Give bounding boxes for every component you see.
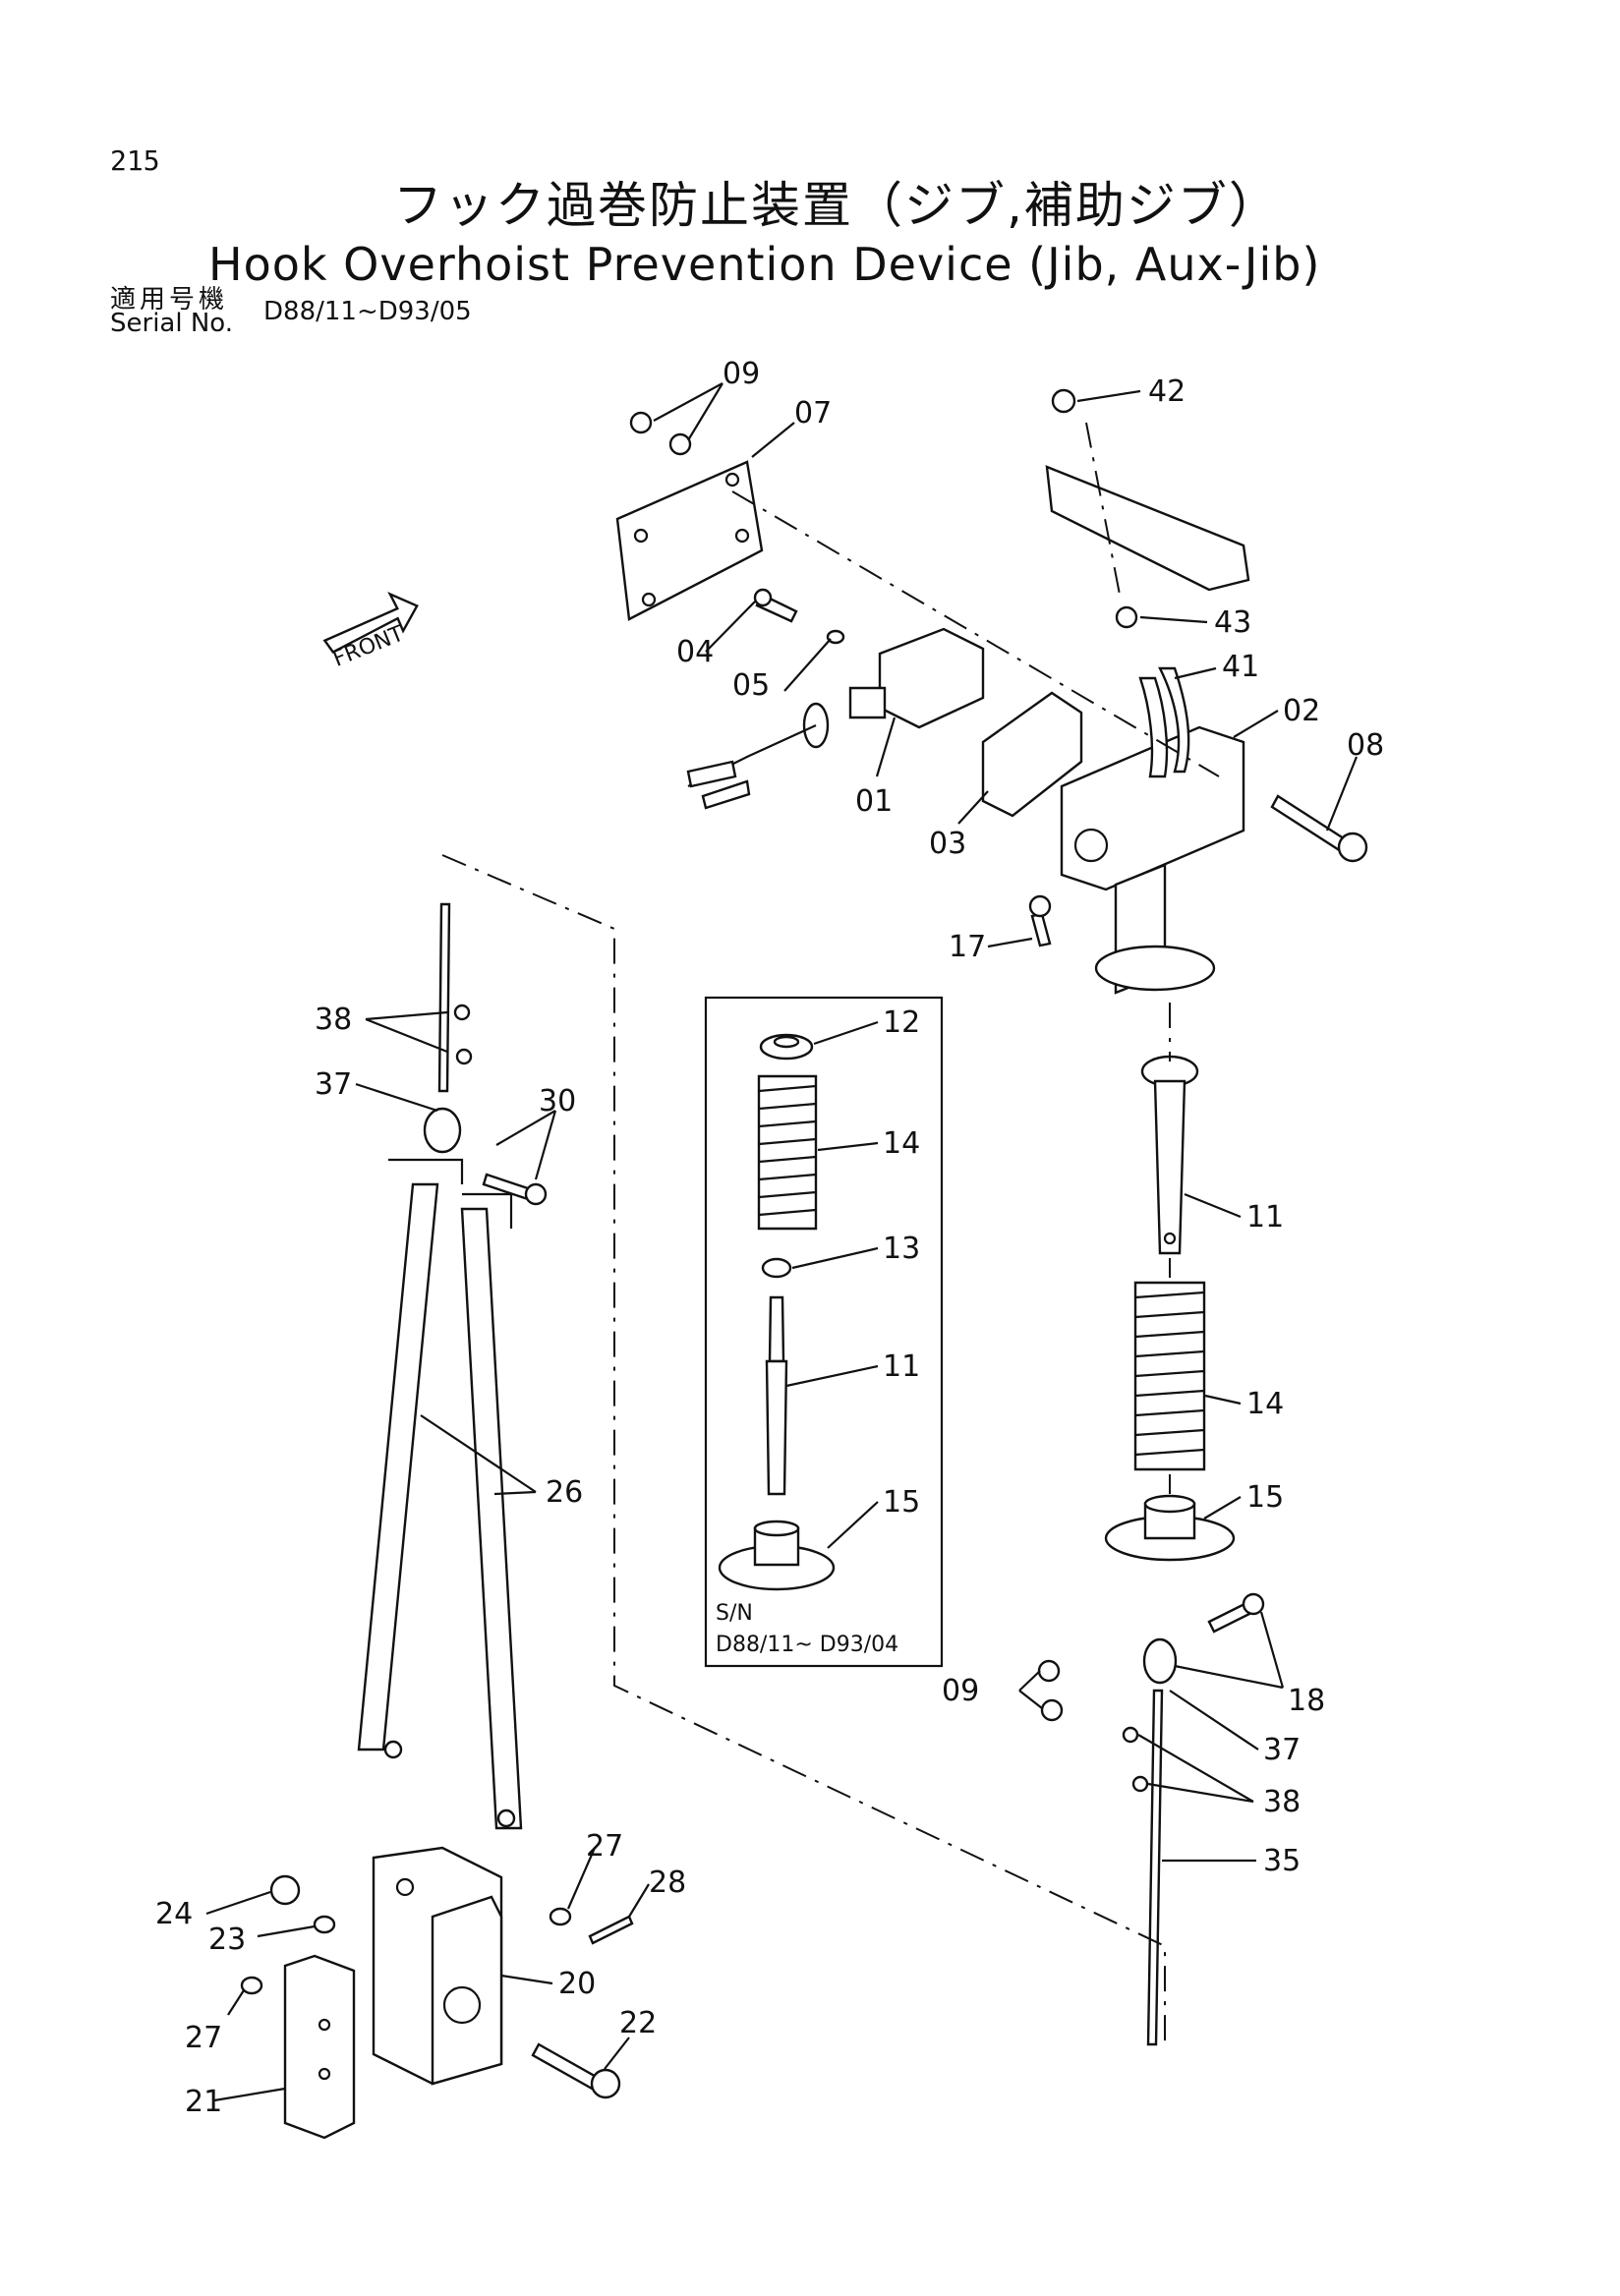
callout-28: 28 [649, 1866, 686, 1900]
callout-15-inset: 15 [883, 1485, 920, 1520]
wire-rope-35 [1122, 1689, 1164, 2046]
spring-14-right [1133, 1281, 1206, 1471]
callout-38-left: 38 [315, 1003, 352, 1037]
callout-04: 04 [676, 635, 714, 669]
washer-05 [826, 629, 845, 645]
page-title-english: Hook Overhoist Prevention Device (Jib, A… [208, 238, 1321, 291]
callout-21: 21 [185, 2085, 222, 2119]
inset-serial-range: D88/11~ D93/04 [716, 1633, 898, 1657]
mounting-plate-07 [615, 460, 764, 621]
washer-27-upper [549, 1907, 572, 1926]
cotter-pin-28 [588, 1915, 634, 1945]
callout-27-lower: 27 [185, 2021, 222, 2055]
callout-37-left: 37 [315, 1067, 352, 1102]
callout-03: 03 [929, 827, 966, 861]
inset-serial-label: S/N [716, 1601, 753, 1626]
callout-22: 22 [619, 2006, 657, 2040]
callout-labels: 09 07 42 43 41 04 05 01 03 02 08 17 38 3… [155, 357, 1384, 2119]
washer-23 [313, 1915, 336, 1934]
page-title-japanese: フック過巻防止装置（ジブ,補助ジブ） [393, 177, 1280, 234]
spring-14-inset [757, 1074, 818, 1231]
block-21 [283, 1954, 356, 2140]
callout-01: 01 [855, 784, 893, 819]
callout-42: 42 [1148, 374, 1186, 409]
nut-24 [269, 1874, 301, 1906]
assembly-axis-left [441, 854, 1166, 2044]
callout-09-lower: 09 [942, 1674, 979, 1708]
front-direction-arrow: FRONT [322, 591, 419, 672]
callout-38-right: 38 [1263, 1785, 1301, 1819]
nuts-09-upper [629, 411, 692, 456]
wire-rope-left [423, 902, 473, 1154]
spring-seat-15-inset [718, 1520, 836, 1591]
callout-18: 18 [1288, 1684, 1325, 1718]
nut-13 [761, 1257, 792, 1279]
callout-09-upper: 09 [723, 357, 760, 391]
callout-20: 20 [558, 1967, 596, 2001]
callout-24: 24 [155, 1897, 193, 1931]
link-plates-26 [357, 1158, 523, 1830]
bolt-22 [531, 2042, 621, 2099]
nuts-09-lower [1037, 1659, 1064, 1722]
callout-43: 43 [1214, 605, 1251, 640]
callout-08: 08 [1347, 728, 1384, 763]
rod-11-right [1140, 1055, 1199, 1255]
bolt-17 [1028, 894, 1052, 947]
callout-12: 12 [883, 1005, 920, 1040]
callout-15-right: 15 [1246, 1480, 1284, 1515]
assembly-axis-upper [731, 490, 1220, 777]
clevis-pin-18 [1142, 1592, 1265, 1685]
bracket-block-02 [1060, 666, 1245, 995]
serial-label-english: Serial No. [110, 309, 233, 338]
leader-lines [205, 382, 1359, 2102]
callout-35: 35 [1263, 1844, 1301, 1878]
clevis-pin-30 [482, 1173, 548, 1206]
callout-37-right: 37 [1263, 1733, 1301, 1767]
callout-27-upper: 27 [586, 1829, 623, 1864]
spring-seat-12 [759, 1033, 814, 1061]
spring-seat-15-right [1104, 1494, 1236, 1562]
callout-26: 26 [546, 1475, 583, 1510]
pins-lower [383, 1740, 516, 1828]
serial-number-range: D88/11~D93/05 [263, 297, 472, 326]
limit-switch-01 [686, 627, 985, 810]
serial-label-japanese: 適用号機 [110, 285, 229, 315]
page-number: 215 [110, 144, 160, 177]
callout-23: 23 [208, 1923, 246, 1957]
callout-07: 07 [794, 396, 832, 430]
block-20 [372, 1846, 503, 2086]
callout-02: 02 [1283, 694, 1320, 728]
callout-13: 13 [883, 1232, 920, 1266]
callout-30: 30 [539, 1084, 576, 1119]
bolt-04 [753, 588, 798, 623]
callout-05: 05 [732, 668, 770, 703]
bolt-08 [1270, 794, 1368, 863]
rod-11-inset [765, 1295, 788, 1496]
callout-11-inset: 11 [883, 1349, 920, 1384]
callout-14-inset: 14 [883, 1126, 920, 1161]
cover-bracket-42 [1045, 388, 1250, 629]
callout-41: 41 [1222, 650, 1259, 684]
inset-box [704, 996, 944, 1668]
callout-11-right: 11 [1246, 1200, 1284, 1234]
callout-17: 17 [949, 930, 986, 964]
cover-03 [981, 691, 1083, 818]
callout-14-right: 14 [1246, 1387, 1284, 1421]
washer-27-lower [240, 1976, 263, 1995]
